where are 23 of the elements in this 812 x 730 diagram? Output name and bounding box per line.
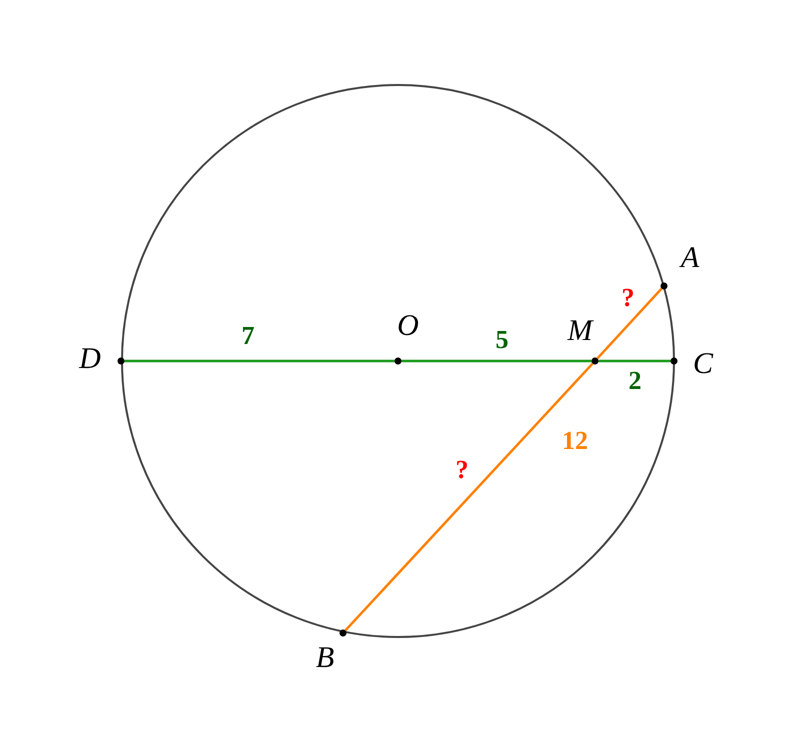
- point-label: A: [680, 243, 700, 273]
- point-label: M: [568, 316, 592, 346]
- point-dot: [394, 358, 402, 364]
- point-dot: [670, 358, 678, 364]
- point-label: B: [316, 643, 334, 673]
- point-dot: [340, 630, 346, 636]
- point-dot: [660, 282, 668, 290]
- point-dot: [592, 358, 598, 364]
- edge-label: 7: [242, 323, 254, 349]
- point-label: D: [79, 344, 101, 374]
- line-segment: [598, 360, 670, 362]
- edge-label: ?: [456, 457, 468, 483]
- edge-label: 5: [496, 327, 508, 353]
- point-dot: [118, 358, 124, 364]
- line-segment: [402, 360, 592, 362]
- line-segment: [596, 288, 663, 360]
- length-label: 12: [562, 428, 588, 454]
- point-label: O: [397, 311, 419, 341]
- line-segment: [344, 362, 594, 632]
- point-label: C: [693, 349, 713, 379]
- edge-label: ?: [622, 285, 634, 311]
- edge-label: 2: [628, 368, 642, 394]
- line-segment: [124, 360, 394, 362]
